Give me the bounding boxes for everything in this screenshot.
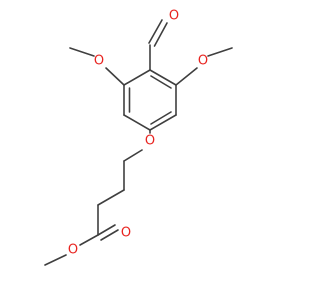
atom-o-methoxy-right: O [198, 54, 208, 69]
bond-aldehyde-c-double-o-a [148, 19, 163, 44]
bond-ring-c6-c1 [123, 69, 151, 86]
bond-carbonyl-c-double-o-a [97, 224, 116, 236]
atom-o-ester-single: O [68, 243, 78, 258]
atom-o-aldehyde: O [169, 9, 179, 24]
bond-ch2b-ch2c [97, 189, 125, 206]
bond-o-ether-ch2a [123, 149, 143, 162]
bond-ring-c2-o-right [175, 67, 198, 86]
bond-ring-c4-c5 [123, 114, 151, 131]
bond-carbonyl-c-o-single [79, 234, 99, 246]
bond-o-right-methyl [207, 47, 233, 57]
atom-o-ester-carbonyl: O [121, 226, 131, 241]
bond-ring-c1-c2 [149, 69, 177, 86]
molecule-structure: O O O O O O [44, 9, 233, 266]
bond-o-single-methyl [44, 254, 67, 266]
bond-ring-inner-c1-c2 [150, 75, 172, 89]
atom-o-ether: O [145, 134, 155, 149]
bond-ring-c3-c4 [149, 114, 177, 131]
bond-o-left-methyl [69, 47, 95, 57]
bond-aldehyde-c-double-o-b [153, 22, 168, 47]
atom-o-methoxy-left: O [94, 54, 104, 69]
bond-carbonyl-c-double-o-b [100, 229, 119, 241]
bond-ring-c6-o-left [105, 67, 125, 86]
bond-ring-inner-c3-c4 [150, 111, 172, 125]
